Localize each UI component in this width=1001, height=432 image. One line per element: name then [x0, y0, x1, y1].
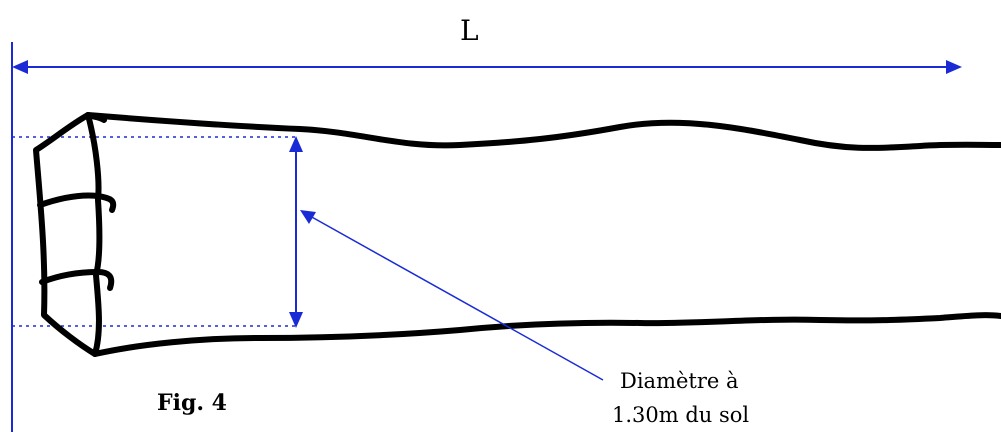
- butt-end-inner-line: [85, 112, 103, 357]
- log-outline: [33, 112, 1001, 357]
- log-top-edge: [85, 112, 1001, 151]
- butt-end-crease-2: [39, 269, 115, 291]
- diameter-pointer: [300, 210, 604, 381]
- diameter-label-line2: 1.30m du sol: [612, 403, 749, 427]
- length-label: L: [460, 14, 479, 47]
- figure-caption: Fig. 4: [157, 390, 227, 416]
- butt-end-crease-3: [85, 112, 107, 123]
- arrowhead-left-icon: [12, 60, 28, 74]
- butt-end-crease-1: [37, 192, 117, 213]
- pointer-arrowhead-icon: [300, 210, 316, 224]
- arrowhead-down-icon: [289, 312, 303, 328]
- arrowhead-up-icon: [289, 136, 303, 152]
- length-dimension-arrow: [12, 60, 962, 74]
- log-bottom-edge: [92, 312, 1001, 357]
- diameter-label-line1: Diamètre à: [620, 369, 739, 393]
- butt-end-outline: [33, 112, 98, 357]
- diameter-dimension-arrow: [289, 136, 303, 328]
- arrowhead-right-icon: [946, 60, 962, 74]
